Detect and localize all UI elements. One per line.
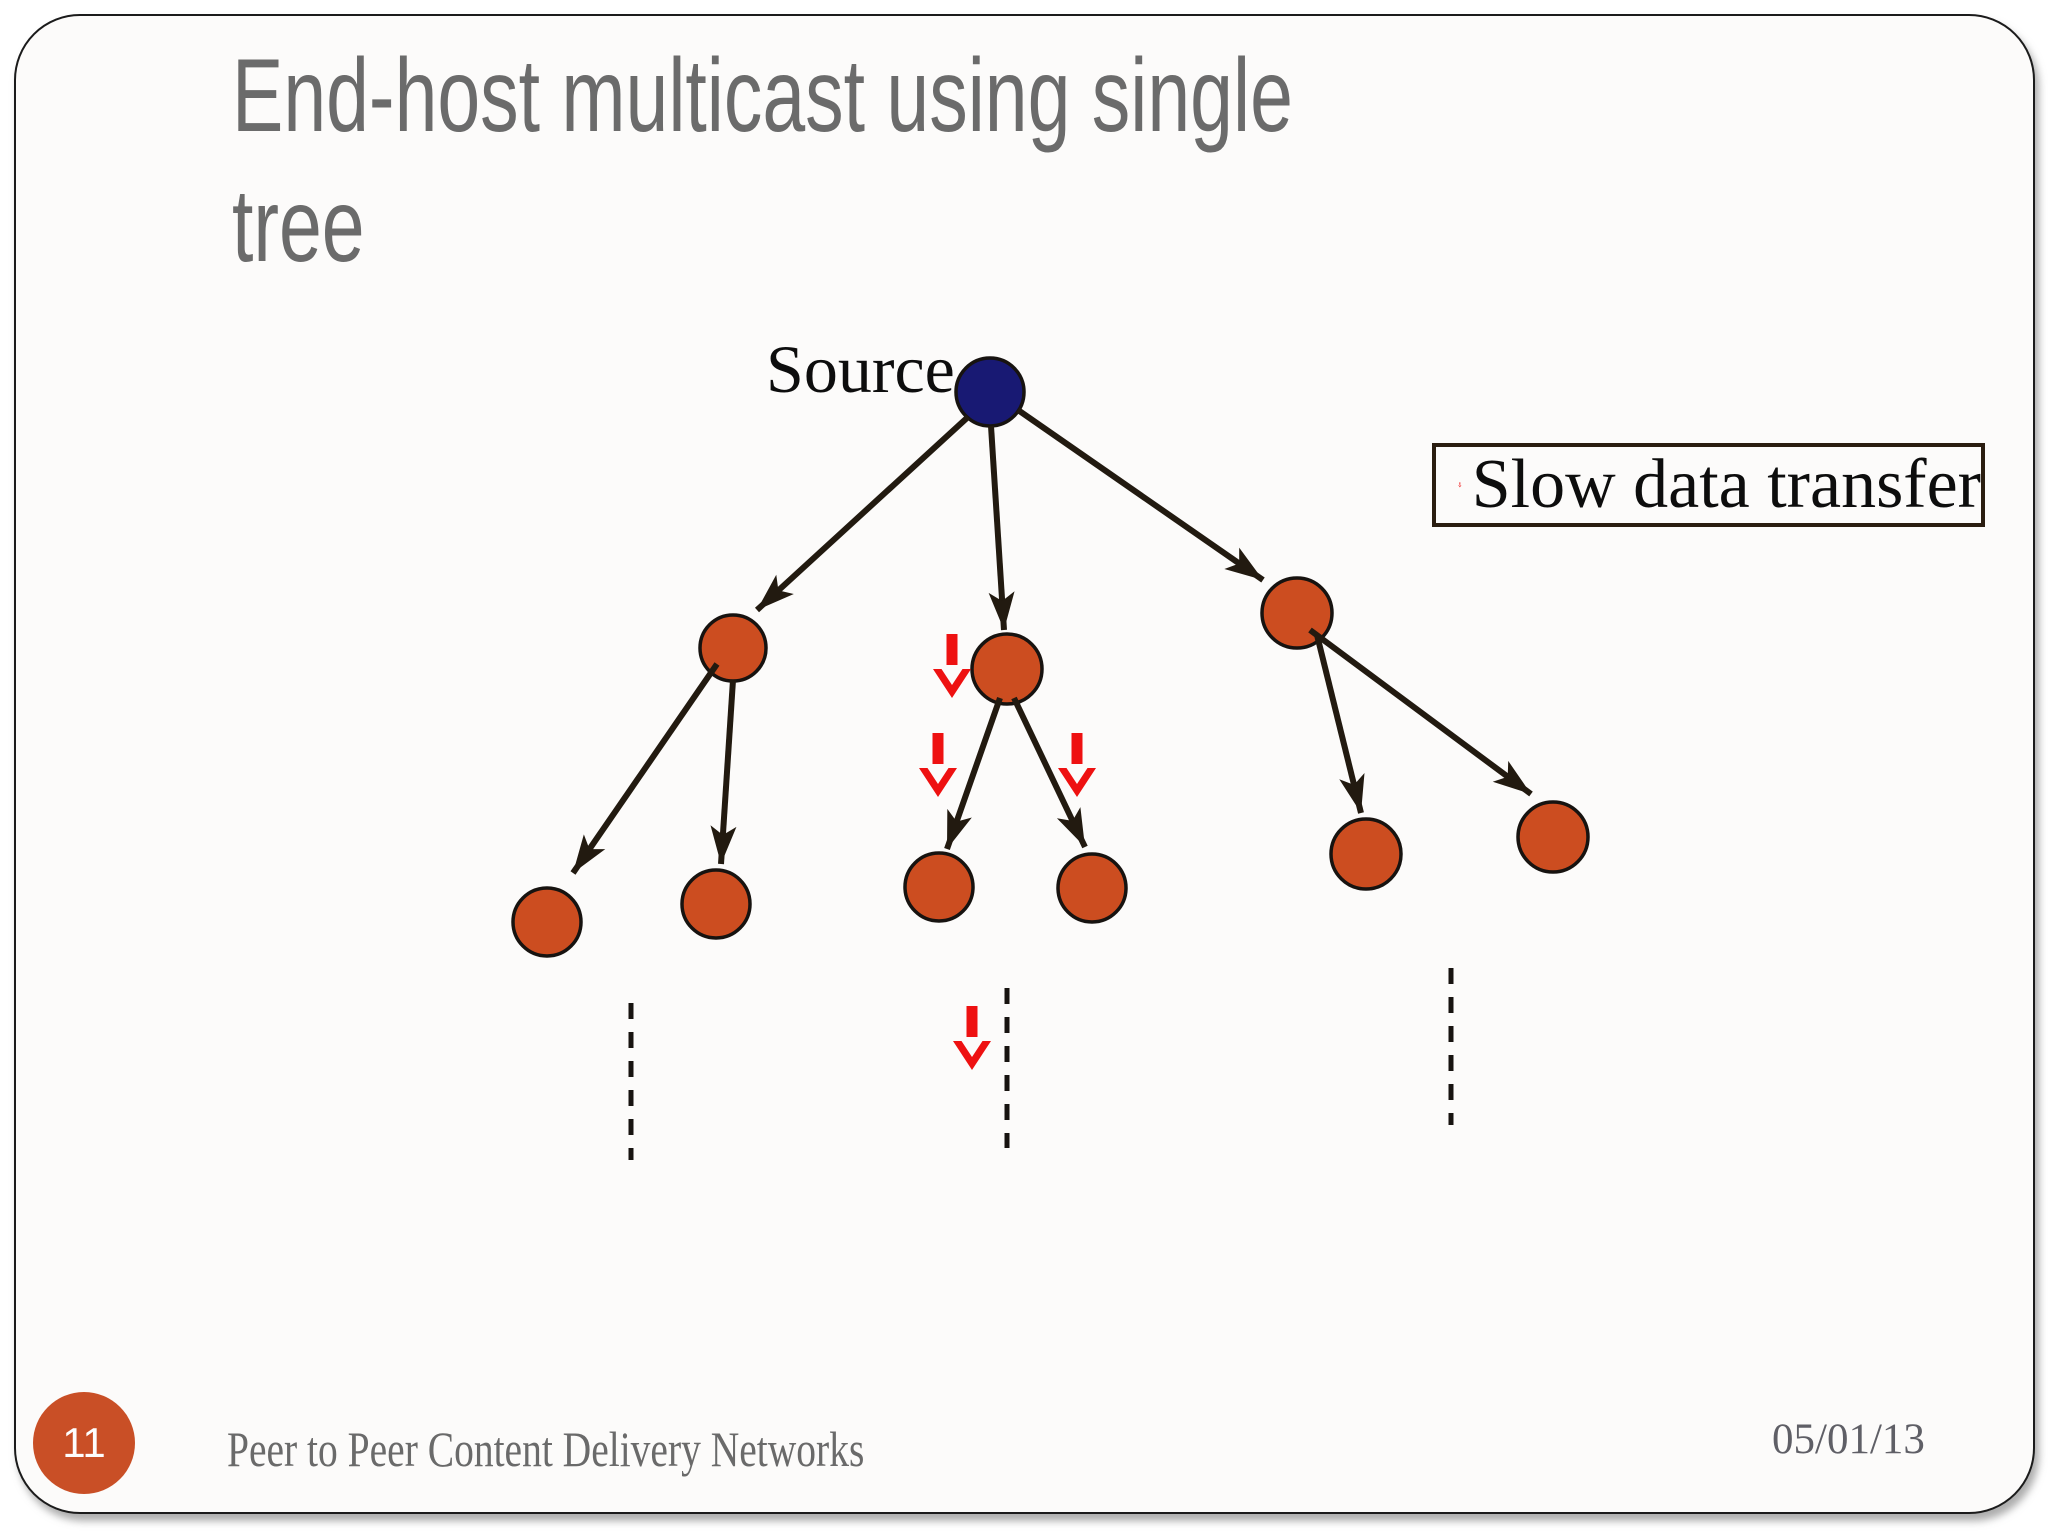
slide-border [14, 14, 2035, 1514]
peer-node-n4 [511, 886, 583, 958]
peer-node-n2 [970, 632, 1044, 706]
red-slow-down-arrow-icon [1458, 482, 1462, 488]
slow-transfer-arrow-1 [933, 634, 971, 698]
tree-edge-n2-n7 [1011, 696, 1088, 849]
slide-title: End-host multicast using single tree [232, 38, 1293, 284]
legend-label: Slow data transfer [1471, 446, 1981, 523]
source-node-label: Source [766, 331, 955, 407]
peer-node-n6 [903, 851, 975, 923]
page-number: 11 [62, 1419, 106, 1466]
page-number-badge: 11 [33, 1392, 135, 1494]
source-node [954, 356, 1026, 428]
tree-edge-source-n2 [988, 425, 1015, 631]
tree-edge-n2-n6 [944, 697, 1003, 850]
slow-transfer-arrow-2 [919, 733, 957, 797]
tree-edge-n3-n8 [1314, 634, 1365, 814]
slow-transfer-arrow-4 [953, 1006, 991, 1070]
peer-node-n5 [680, 868, 752, 940]
peer-node-n9 [1516, 800, 1590, 874]
tree-edge-n1-n4 [570, 662, 720, 875]
tree-edge-source-n3 [1016, 407, 1265, 583]
peer-node-n7 [1056, 852, 1128, 924]
tree-edge-n1-n5 [710, 679, 737, 865]
slow-transfer-arrow-3 [1058, 733, 1096, 797]
slide-date: 05/01/13 [1772, 1416, 1925, 1463]
peer-node-n8 [1329, 817, 1403, 891]
legend-slow-transfer: Slow data transfer [1432, 443, 1985, 527]
tree-edge-n3-n9 [1308, 627, 1533, 797]
tree-edge-source-n1 [754, 414, 971, 613]
footer-title: Peer to Peer Content Delivery Networks [227, 1421, 865, 1477]
